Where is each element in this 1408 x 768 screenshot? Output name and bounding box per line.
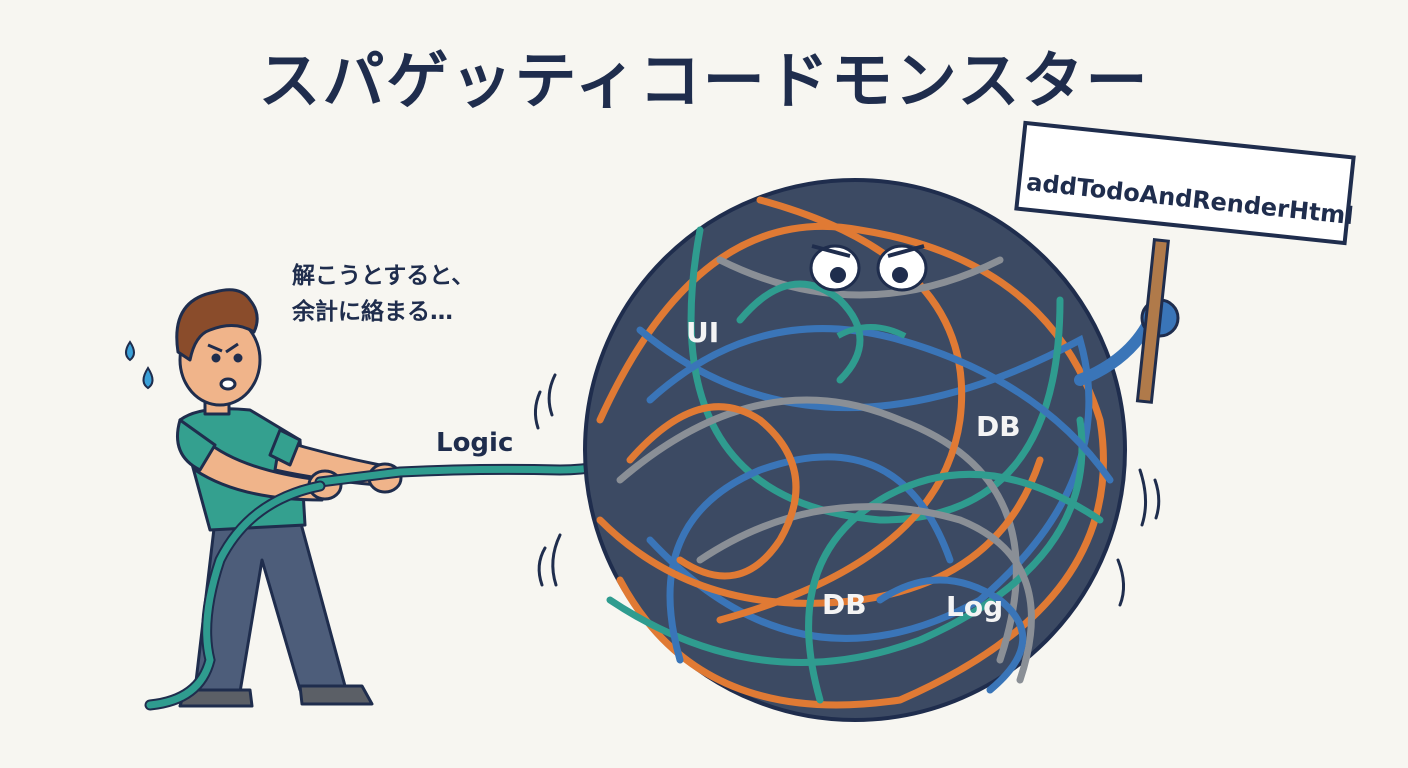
shake-lines xyxy=(533,373,1161,607)
spaghetti-monster xyxy=(583,178,1180,722)
speech-text: 解こうとすると、 余計に絡まる… xyxy=(292,258,474,330)
monster-label-db-bottom: DB xyxy=(822,588,867,621)
monster-label-db-top: DB xyxy=(976,410,1021,443)
monster-label-log: Log xyxy=(946,590,1004,623)
sweat-drops-icon xyxy=(125,340,154,390)
speech-line-2: 余計に絡まる… xyxy=(292,299,453,325)
sign-board xyxy=(1014,120,1356,404)
rope-label: Logic xyxy=(436,428,514,458)
speech-line-1: 解こうとすると、 xyxy=(292,263,475,289)
page-title: スパゲッティコードモンスター xyxy=(258,44,1150,117)
monster-label-ui: UI xyxy=(686,316,720,349)
